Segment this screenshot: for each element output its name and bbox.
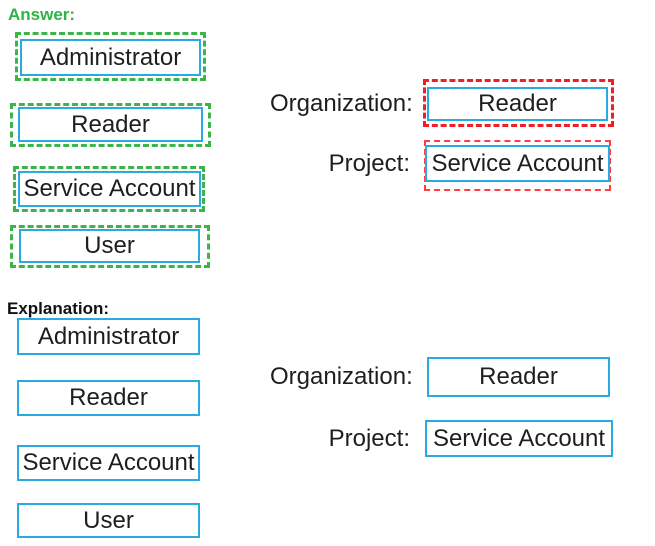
organization-drop-target[interactable]: Reader bbox=[427, 87, 608, 121]
explanation-option-service-account-label: Service Account bbox=[22, 449, 195, 476]
explanation-heading: Explanation: bbox=[7, 299, 110, 318]
project-value: Service Account bbox=[431, 149, 604, 177]
option-reader[interactable]: Reader bbox=[18, 107, 203, 142]
option-service-account[interactable]: Service Account bbox=[18, 171, 201, 207]
option-user-label: User bbox=[84, 232, 135, 259]
explanation-option-user: User bbox=[17, 503, 200, 538]
explanation-option-user-label: User bbox=[83, 506, 134, 534]
answer-heading: Answer: bbox=[8, 5, 76, 24]
explanation-project-value: Service Account bbox=[432, 424, 606, 452]
option-user[interactable]: User bbox=[19, 229, 200, 263]
organization-label: Organization: bbox=[270, 90, 413, 117]
explanation-option-administrator: Administrator bbox=[17, 318, 200, 355]
option-reader-label: Reader bbox=[71, 110, 150, 138]
project-label: Project: bbox=[328, 150, 410, 177]
explanation-option-reader: Reader bbox=[17, 380, 200, 416]
explanation-organization-label: Organization: bbox=[270, 363, 413, 390]
explanation-project-label: Project: bbox=[328, 425, 410, 452]
organization-value: Reader bbox=[478, 90, 557, 117]
explanation-option-service-account: Service Account bbox=[17, 445, 200, 481]
explanation-option-administrator-label: Administrator bbox=[37, 322, 180, 350]
option-administrator[interactable]: Administrator bbox=[20, 39, 201, 76]
option-administrator-label: Administrator bbox=[39, 43, 182, 71]
explanation-option-reader-label: Reader bbox=[69, 384, 148, 411]
project-drop-target[interactable]: Service Account bbox=[425, 145, 610, 182]
explanation-organization-value-box: Reader bbox=[427, 357, 610, 397]
explanation-project-value-box: Service Account bbox=[425, 420, 613, 457]
explanation-organization-value: Reader bbox=[479, 363, 558, 390]
option-service-account-label: Service Account bbox=[23, 175, 196, 202]
